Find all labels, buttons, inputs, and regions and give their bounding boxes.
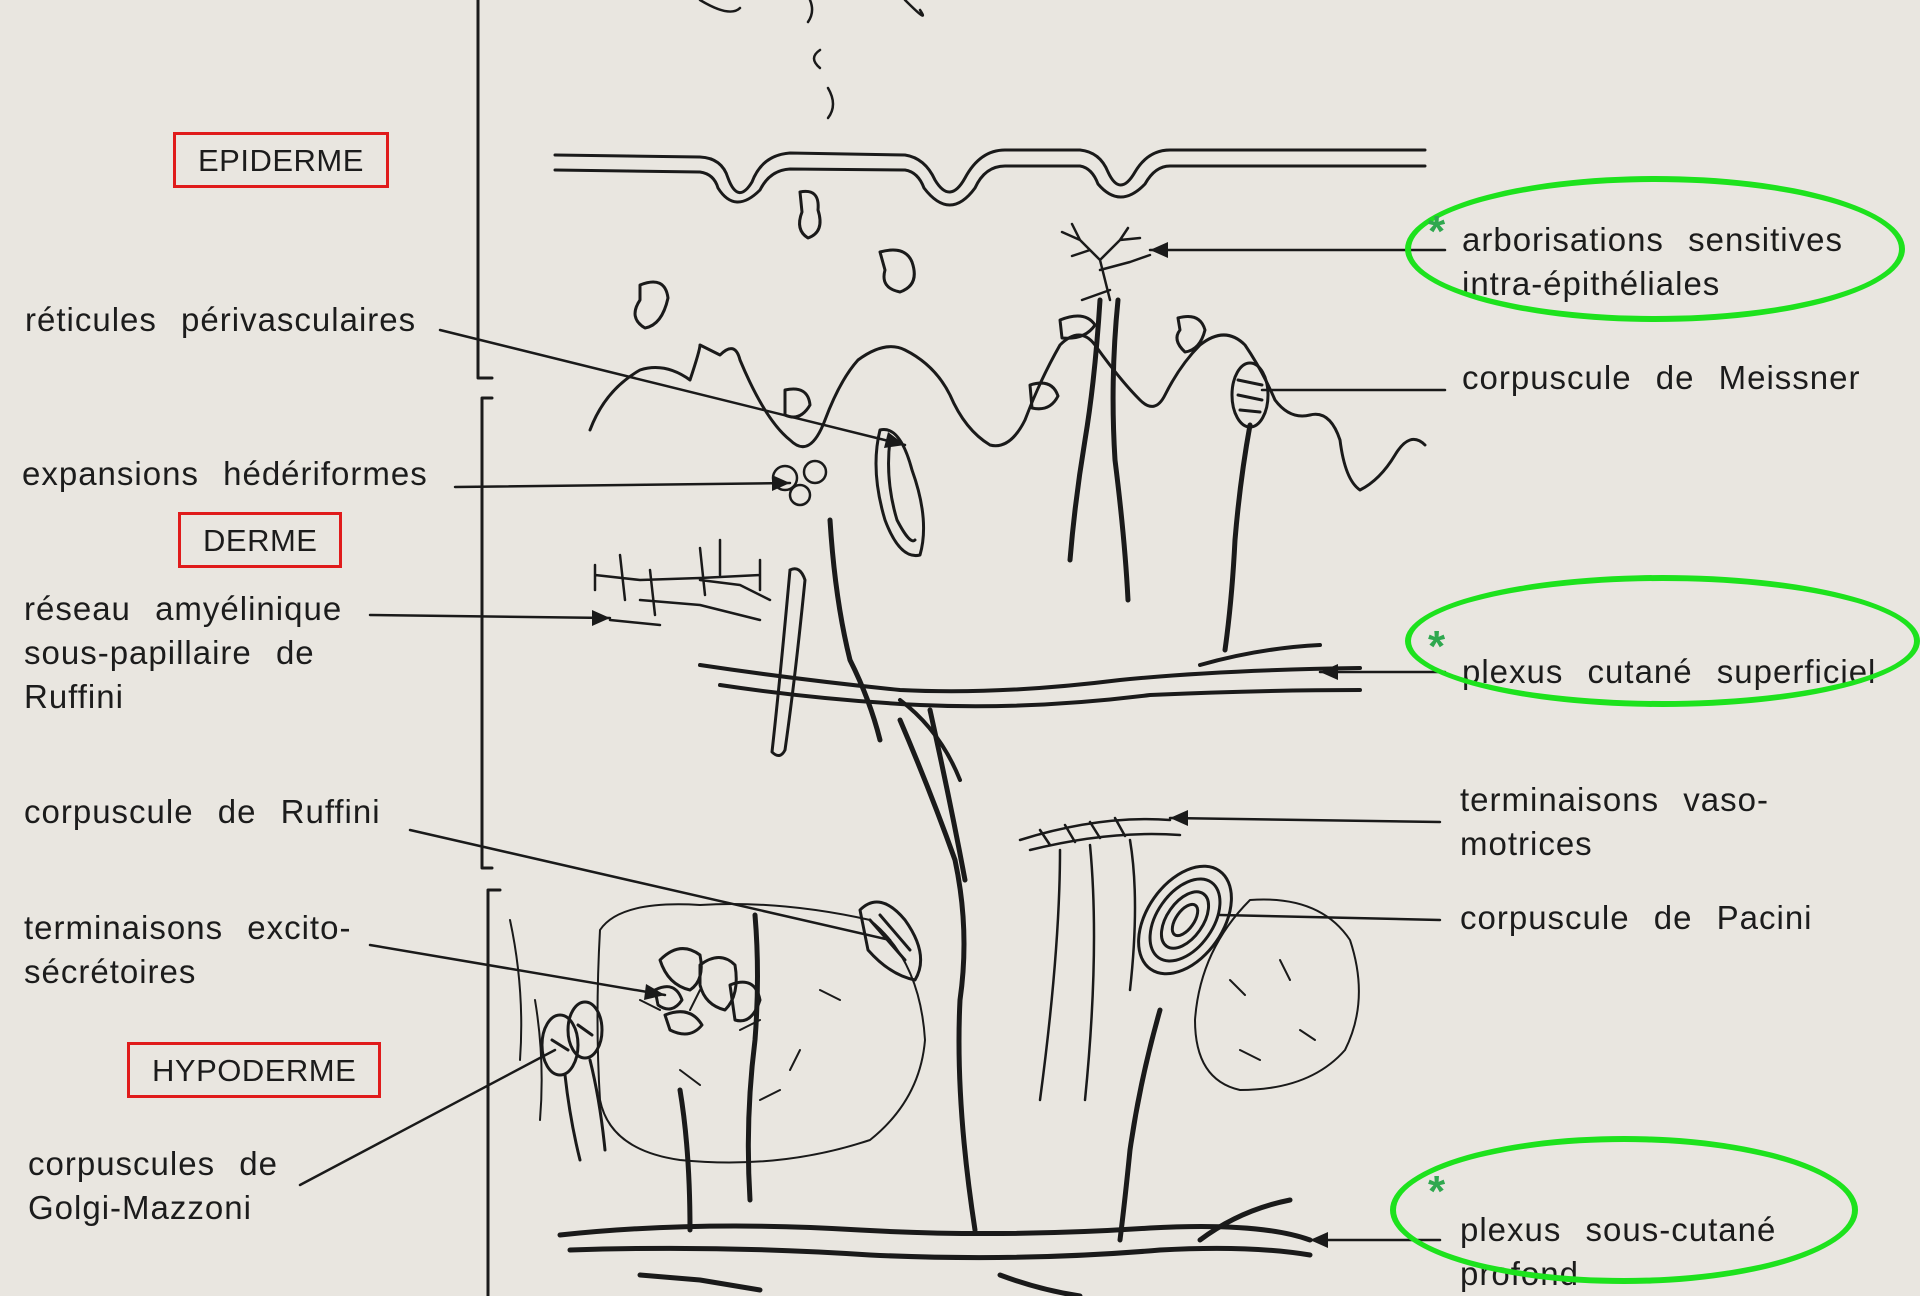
arrowheads xyxy=(592,242,1338,1248)
leader-ruffini xyxy=(410,830,890,940)
region-bracket-derme xyxy=(482,398,492,868)
label-pacini: corpuscule de Pacini xyxy=(1460,896,1813,940)
sweat-gland-drawing xyxy=(655,949,760,1034)
label-reseau-line2: sous-papillaire de xyxy=(24,631,315,675)
star-plexus-prof: * xyxy=(1428,1170,1445,1214)
highlight-ellipse-plexus-sup xyxy=(1405,575,1920,707)
label-reseau-line3: Ruffini xyxy=(24,675,124,719)
leader-expansions xyxy=(455,483,790,487)
nerve-fibers xyxy=(680,300,1250,1240)
label-reseau-line1: réseau amyélinique xyxy=(24,587,342,631)
superficial-plexus-drawing xyxy=(700,645,1360,780)
leader-excito xyxy=(370,945,665,995)
star-arbor: * xyxy=(1428,210,1445,254)
region-label-derme: DERME xyxy=(178,512,342,568)
subpapillary-network-drawing xyxy=(595,540,770,625)
perivascular-vessel xyxy=(876,430,924,556)
label-meissner: corpuscule de Meissner xyxy=(1462,356,1861,400)
fat-lobules xyxy=(510,900,1359,1163)
region-bracket-hypoderme xyxy=(488,890,500,1296)
label-reticules: réticules périvasculaires xyxy=(25,298,416,342)
region-bracket-epiderme xyxy=(478,0,492,378)
highlight-ellipse-arbor xyxy=(1405,176,1905,322)
leader-vaso xyxy=(1170,818,1440,822)
leader-reseau xyxy=(370,615,610,618)
label-expansions: expansions hédériformes xyxy=(22,452,428,496)
label-ruffini: corpuscule de Ruffini xyxy=(24,790,381,834)
intraepithelial-arborisation-drawing xyxy=(1062,224,1150,300)
region-label-hypoderme: HYPODERME xyxy=(127,1042,381,1098)
leader-reticules xyxy=(440,330,905,445)
highlight-ellipse-plexus-prof xyxy=(1390,1136,1858,1284)
epidermis-surface xyxy=(555,150,1425,205)
deep-plexus-drawing xyxy=(560,1200,1310,1296)
label-vaso-line2: motrices xyxy=(1460,822,1593,866)
label-excito-line1: terminaisons excito- xyxy=(24,906,351,950)
meissner-corpuscle-drawing xyxy=(1232,363,1268,427)
pacini-corpuscle-drawing xyxy=(1119,849,1250,991)
label-golgi-line1: corpuscules de xyxy=(28,1142,278,1186)
dermal-vessel xyxy=(772,569,805,756)
star-plexus-sup: * xyxy=(1428,625,1445,669)
golgi-mazzoni-drawing xyxy=(542,1002,605,1160)
stratum-corneum-cells xyxy=(700,0,923,118)
vasomotor-drawing xyxy=(1020,818,1180,1100)
label-golgi-line2: Golgi-Mazzoni xyxy=(28,1186,252,1230)
label-vaso-line1: terminaisons vaso- xyxy=(1460,778,1769,822)
region-label-epiderme: EPIDERME xyxy=(173,132,389,188)
label-excito-line2: sécrétoires xyxy=(24,950,196,994)
dermal-papillae-outline xyxy=(590,335,1425,490)
